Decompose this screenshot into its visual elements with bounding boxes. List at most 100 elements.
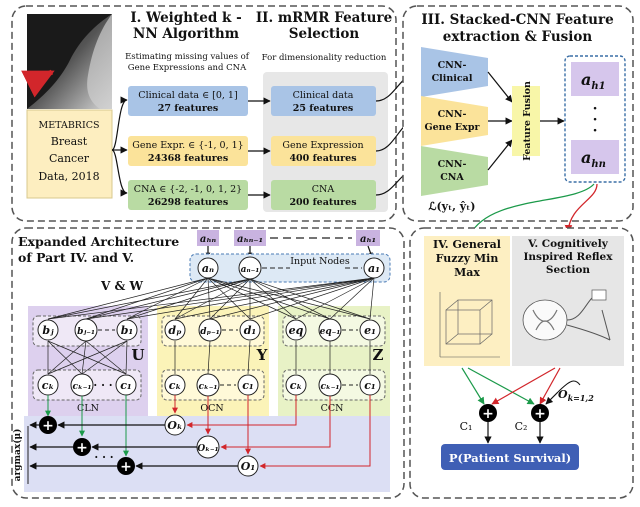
svg-text:aₕₙ₋₁: aₕₙ₋₁ xyxy=(237,234,263,245)
knn-box-gene: Gene Expr. ∈ {-1, 0, 1} 24368 features xyxy=(128,136,248,166)
feature-fusion-box xyxy=(512,86,540,156)
b-node-j-label: bⱼ xyxy=(42,324,54,337)
plus-node-k xyxy=(39,416,57,434)
d-node-1-label: d₁ xyxy=(244,324,257,337)
ocn-c-1-label: c₁ xyxy=(242,379,254,392)
e-node-q1-label: eq₋₁ xyxy=(320,327,341,337)
b-node-j1 xyxy=(74,318,98,342)
red-c-o-arrows xyxy=(172,395,371,469)
e-node-1-label: e₁ xyxy=(364,324,376,337)
o-node-1-label: O₁ xyxy=(241,460,255,473)
ocn-c-k-label: cₖ xyxy=(169,379,181,392)
loss-label: ℒ(yₜ, ŷₜ) xyxy=(429,200,476,213)
input-node-a1-label: a₁ xyxy=(368,262,380,275)
o-k-label: Ok=1,2 xyxy=(558,388,594,403)
svg-text:aₕₙ: aₕₙ xyxy=(200,234,217,245)
reflex-title: V. Cognitively Inspired Reflex Section xyxy=(524,238,613,276)
svg-text:25 features: 25 features xyxy=(293,103,354,114)
plus-node-k1 xyxy=(73,438,91,456)
argmax-label: argmax(μ) xyxy=(12,429,23,482)
c1-plus-sign: + xyxy=(482,406,494,422)
input-label-a1: aₕ₁ xyxy=(356,230,380,246)
svg-text:24368 features: 24368 features xyxy=(148,153,228,164)
svg-text:CNA: CNA xyxy=(440,172,464,183)
svg-text:Gene Expr. ∈ {-1, 0, 1}: Gene Expr. ∈ {-1, 0, 1} xyxy=(132,140,243,151)
input-label-an: aₕₙ xyxy=(197,230,219,246)
cnn-clinical: CNN- Clinical xyxy=(421,47,488,97)
mrmr-box-cna: CNA 200 features xyxy=(271,180,376,210)
svg-text:CNN-: CNN- xyxy=(438,60,467,71)
b-node-1-label: b₁ xyxy=(121,324,134,337)
input-node-an1-label: aₙ₋₁ xyxy=(241,265,260,275)
plus-argmax-arrows xyxy=(29,421,117,470)
svg-text:27 features: 27 features xyxy=(158,103,219,114)
vw-label: V & W xyxy=(100,279,144,293)
ocn-label: OCN xyxy=(200,403,223,414)
cnn-gene: CNN- Gene Expr xyxy=(421,96,488,146)
output-box xyxy=(441,444,579,470)
e-node-1 xyxy=(359,319,381,341)
ccn-label: CCN xyxy=(321,403,344,414)
svg-text:Gene Expression: Gene Expression xyxy=(282,140,363,151)
vector-top-cell xyxy=(571,62,619,96)
dataset-box xyxy=(26,109,113,199)
plus-node-1 xyxy=(117,457,135,475)
ocn-c-k1-label: cₖ₋₁ xyxy=(199,382,218,392)
fuzzy-title: IV. General Fuzzy Min Max xyxy=(433,238,501,279)
d-node-p1 xyxy=(198,318,222,342)
e-node-q xyxy=(285,319,307,341)
mrmr-box-gene: Gene Expression 400 features xyxy=(271,136,376,166)
svg-text:CNA: CNA xyxy=(312,184,335,195)
input-label-an1: aₕₙ₋₁ xyxy=(234,230,266,246)
input-nodes-label: Input Nodes xyxy=(290,256,350,267)
dataset-line-2: Breast xyxy=(51,135,88,148)
hidden-c-edges xyxy=(47,340,371,375)
knn-desc: Estimating missing values of Gene Expres… xyxy=(125,52,249,73)
svg-text:Clinical: Clinical xyxy=(432,73,473,84)
ccn-c-k1-label: cₖ₋₁ xyxy=(321,382,340,392)
o-node-k1-label: Oₖ₋₁ xyxy=(197,444,218,454)
plus-node-k1-sign: + xyxy=(76,440,88,456)
vector-top-label: ah1 xyxy=(581,70,606,92)
e-node-q-label: eq xyxy=(289,324,304,337)
knn-box-clinical: Clinical data ∈ [0, 1] 27 features xyxy=(128,86,248,116)
output-label: P(Patient Survival) xyxy=(449,451,571,465)
green-arrow-to-fuzzy xyxy=(469,183,595,236)
knn-title: I. Weighted k -NN Algorithm xyxy=(130,10,241,42)
arrow-cnn-fusion-1 xyxy=(487,71,513,103)
d-node-p xyxy=(164,319,186,341)
cln-dots: · · · xyxy=(93,379,112,392)
y-label: Y xyxy=(256,346,268,364)
plus-node-k-sign: + xyxy=(42,418,54,434)
spinal-cord-icon xyxy=(522,289,611,341)
vector-bottom-cell xyxy=(571,140,619,174)
c1-label: C₁ xyxy=(460,420,473,433)
dataset-line-3: Cancer xyxy=(49,152,90,165)
svg-text:Gene Expr: Gene Expr xyxy=(425,122,481,133)
vector-bottom-label: ahn xyxy=(581,148,606,170)
vector-dot-3: · xyxy=(593,123,598,139)
d-node-1 xyxy=(239,319,261,341)
d-node-p1-label: dₚ₋₁ xyxy=(200,327,220,337)
d-node-p-label: dₚ xyxy=(168,324,182,337)
arrow-cnn-fusion-3 xyxy=(487,139,513,171)
b-node-1 xyxy=(116,319,138,341)
expanded-title: Expanded Architecture of Part IV. and V. xyxy=(18,234,179,265)
dataset-line-1: METABRICS xyxy=(38,120,99,131)
knn-box-cna: CNA ∈ {-2, -1, 0, 1, 2} 26298 features xyxy=(128,180,248,210)
b-node-j1-label: bⱼ₋₁ xyxy=(77,327,95,337)
cln-c-1-label: c₁ xyxy=(120,379,132,392)
reflex-box xyxy=(512,236,624,366)
u-label: U xyxy=(131,346,144,364)
cln-c-k1-label: cₖ₋₁ xyxy=(73,382,92,392)
mrmr-title: II. mRMR Feature Selection xyxy=(256,10,392,42)
svg-text:aₕ₁: aₕ₁ xyxy=(360,234,376,245)
svg-text:CNN-: CNN- xyxy=(438,109,467,120)
c2-plus-node xyxy=(531,404,549,422)
svg-text:400 features: 400 features xyxy=(289,153,356,164)
c2-plus-sign: + xyxy=(534,406,546,422)
input-hidden-edges xyxy=(47,277,375,320)
input-node-an-label: aₙ xyxy=(202,262,214,275)
z-label: Z xyxy=(373,346,384,364)
